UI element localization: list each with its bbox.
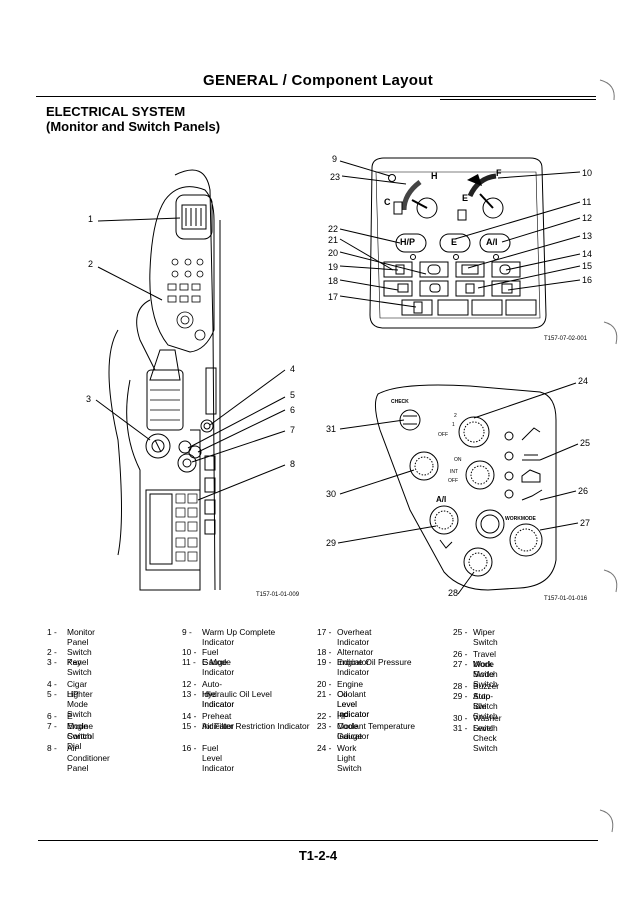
washer-pos-on: ON — [454, 457, 462, 463]
callout-21: 21 — [328, 235, 339, 245]
callout-31: 31 — [326, 424, 337, 434]
figure-id-monitor: T157-07-02-001 — [544, 336, 588, 342]
header-rule — [36, 96, 596, 97]
binder-mark-2 — [603, 321, 618, 345]
callout-4: 4 — [290, 364, 296, 374]
footer-rule — [38, 840, 598, 841]
wiper-pos-1: 1 — [452, 422, 455, 428]
callout-19: 19 — [328, 262, 339, 272]
callout-26: 26 — [578, 486, 589, 496]
callout-8: 8 — [290, 459, 296, 469]
callout-11: 11 — [582, 197, 592, 207]
page-header-title: GENERAL / Component Layout — [202, 72, 434, 89]
check-label: CHECK — [391, 399, 409, 405]
binder-mark-1 — [599, 79, 615, 101]
figure-id-cab: T157-01-01-009 — [256, 592, 300, 598]
callout-25: 25 — [580, 438, 591, 448]
callout-12: 12 — [582, 213, 593, 223]
cab-pillar — [174, 169, 216, 591]
wiper-pos-2: 2 — [454, 413, 457, 419]
callout-27: 27 — [580, 518, 591, 528]
callout-30: 30 — [326, 489, 337, 499]
wiper-pos-off: OFF — [438, 432, 448, 438]
callout-13: 13 — [582, 231, 593, 241]
ac-panel-outline — [145, 489, 201, 571]
callout-28: 28 — [448, 588, 459, 598]
callout-17: 17 — [328, 292, 339, 302]
key-switch-outline — [145, 433, 171, 459]
gauge-label-c: C — [384, 197, 391, 207]
header-rule-secondary — [440, 99, 596, 100]
callout-2: 2 — [88, 259, 94, 269]
switch-panel-outline — [149, 186, 215, 353]
binder-mark-4 — [599, 809, 614, 833]
callout-29: 29 — [326, 538, 337, 548]
callout-22: 22 — [328, 224, 339, 234]
washer-pos-int: INT — [450, 469, 459, 475]
callout-10: 10 — [582, 168, 593, 178]
callout-16: 16 — [582, 275, 593, 285]
e-button-label: E — [451, 237, 458, 247]
callout-15: 15 — [582, 261, 593, 271]
ai-button-label: A/I — [486, 237, 498, 247]
callout-14: 14 — [582, 249, 593, 259]
callout-1: 1 — [88, 214, 94, 224]
gauge-label-e: E — [462, 193, 469, 203]
callout-3: 3 — [86, 394, 92, 404]
hp-button-label: H/P — [400, 237, 416, 247]
warm-up-lamp — [388, 174, 396, 182]
workmode-label: WORKMODE — [505, 516, 536, 522]
callout-9: 9 — [332, 154, 338, 164]
legend-col-4: 25 -Wiper Switch 26 -Travel Mode Switch … — [453, 627, 502, 753]
switch-panel-plate — [374, 384, 557, 591]
callout-18: 18 — [328, 276, 339, 286]
section-title-line2: (Monitor and Switch Panels) — [46, 119, 221, 134]
washer-pos-off: OFF — [448, 478, 458, 484]
legend-col-1: 1 -Monitor Panel 2 -Switch Panel 3 -Key … — [47, 627, 110, 773]
section-title: ELECTRICAL SYSTEM (Monitor and Switch Pa… — [46, 104, 220, 134]
gauge-label-h: H — [431, 171, 438, 181]
auto-idle-label: A/I — [436, 495, 447, 504]
legend-col-2: 9 -Warm Up Complete Indicator 10 -Fuel G… — [182, 627, 310, 773]
binder-mark-3 — [603, 569, 618, 593]
page-number: T1-2-4 — [298, 848, 338, 863]
section-title-line1: ELECTRICAL SYSTEM — [46, 104, 186, 119]
callout-24: 24 — [578, 376, 589, 386]
callout-20: 20 — [328, 248, 339, 258]
figure-id-switch: T157-01-01-016 — [544, 596, 588, 602]
callout-23: 23 — [330, 172, 341, 182]
callout-5: 5 — [290, 390, 296, 400]
callout-6: 6 — [290, 405, 296, 415]
gauge-label-f: F — [496, 168, 502, 178]
callout-7: 7 — [290, 425, 296, 435]
legend-col-3: 17 -Overheat Indicator 18 -Alternator In… — [317, 627, 416, 773]
monitor-panel-outline — [175, 194, 213, 240]
monitor-panel-bezel — [369, 157, 547, 329]
